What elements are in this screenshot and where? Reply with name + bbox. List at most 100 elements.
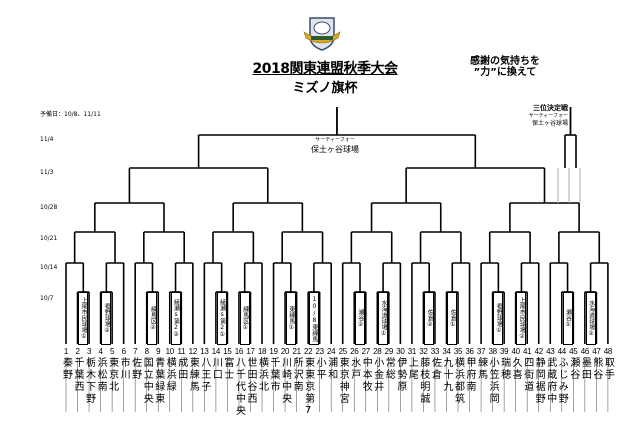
first-round-venue: 裾野球場① (493, 292, 504, 345)
round-date-r3: 10/21 (40, 235, 58, 242)
team-number: 7 (133, 347, 138, 356)
team-number: 35 (453, 347, 463, 356)
team-name: 中本牧 (360, 357, 372, 393)
team-name: 所沢南 (291, 357, 303, 393)
team-number: 44 (557, 347, 567, 356)
slogan: 感謝の気持ちを ”力”に換えて (455, 56, 555, 78)
team-number: 32 (419, 347, 428, 356)
team-number: 23 (315, 347, 325, 356)
team-number: 11 (177, 347, 186, 356)
team-number: 22 (303, 347, 313, 356)
team-name: 八千代中央 (233, 357, 245, 417)
team-name: 栃木下野 (83, 357, 95, 405)
first-round-venue: 裾野球場② (101, 292, 112, 345)
slogan-line-1: 感謝の気持ちを (470, 56, 540, 67)
team-name: 東京神宮 (337, 357, 349, 405)
team-name: 取手 (602, 357, 614, 381)
first-round-venue: 瀬谷② (355, 292, 365, 345)
team-number: 37 (476, 347, 486, 356)
team-number: 2 (75, 347, 80, 356)
round-date-final: 11/4 (40, 136, 54, 143)
team-name: 川崎中央 (279, 357, 291, 405)
team-name: 小金井 (371, 357, 383, 393)
team-name: 藤枝明誠 (417, 357, 429, 405)
round-date-r2: 10/14 (40, 264, 58, 271)
team-name: 瑞穂 (498, 357, 510, 381)
team-name: 佐野 (129, 357, 141, 381)
team-number: 16 (234, 347, 244, 356)
team-number: 45 (569, 347, 578, 356)
team-name: 千葉市 (268, 357, 280, 393)
team-number: 30 (396, 347, 405, 356)
team-number: 42 (534, 347, 544, 356)
team-number: 40 (511, 347, 521, 356)
team-number: 34 (442, 347, 451, 356)
team-number: 36 (465, 347, 474, 356)
team-name: 伊勢原 (394, 357, 406, 393)
team-name: 常総 (383, 357, 395, 381)
team-number: 5 (110, 347, 115, 356)
team-number: 13 (200, 347, 209, 356)
team-name: 秦野 (60, 357, 72, 381)
team-name: 国立中央 (141, 357, 153, 405)
team-number: 26 (350, 347, 359, 356)
first-round-venue: 上尾市民球場② (516, 292, 527, 345)
third-place-label: 三位決定戦 サーティーフォー 保土ヶ谷球場 (500, 104, 568, 128)
team-name: 八王子 (198, 357, 210, 393)
slogan-line-2: ”力”に換えて (473, 67, 537, 78)
first-round-venue: 瀬谷① (562, 292, 573, 345)
team-number: 25 (338, 347, 348, 356)
team-name: 東京北 (106, 357, 118, 393)
team-number: 6 (121, 347, 126, 356)
first-round-venue: 練馬区① (239, 292, 250, 345)
team-name: 成田 (175, 357, 187, 381)
team-number: 38 (488, 347, 497, 356)
first-round-venue: 練馬区② (147, 292, 158, 345)
team-number: 18 (257, 347, 267, 356)
league-logo (302, 14, 342, 56)
team-name: 水戸 (348, 357, 360, 381)
team-number: 39 (499, 347, 509, 356)
reserve-days-label: 予備日：10/8、11/11 (40, 111, 101, 118)
team-name: 青葉緑東 (152, 357, 164, 405)
team-number: 12 (188, 347, 198, 356)
team-name: 熊谷 (590, 357, 602, 381)
third-place-venue-name: 保土ヶ谷球場 (531, 120, 568, 127)
team-name: 富士 (221, 357, 233, 381)
first-round-venue: 佐倉② (424, 292, 435, 345)
team-name: 川口 (210, 357, 222, 381)
team-number: 9 (156, 347, 161, 356)
first-round-venue: 上尾市民球場① (78, 292, 89, 345)
team-name: 上尾 (406, 357, 418, 381)
team-number: 28 (373, 347, 382, 356)
team-name: 四街道 (521, 357, 533, 393)
team-number: 19 (269, 347, 278, 356)
team-name: 九十九 (440, 357, 452, 393)
team-name: ふじみ野 (556, 357, 568, 405)
team-name: 市川 (118, 357, 130, 381)
first-round-venue: 綾瀬s第2① (216, 292, 227, 345)
team-number: 41 (523, 347, 532, 356)
first-round-venue: 水海道球場② (585, 292, 596, 345)
round-date-quarter: 10/28 (40, 204, 58, 211)
team-name: 甲府南 (464, 357, 476, 393)
team-name: 浦和 (325, 357, 337, 381)
round-date-r1: 10/7 (40, 295, 54, 302)
first-round-venue: 綾瀬s第2② (170, 292, 181, 345)
team-number: 1 (63, 347, 69, 356)
team-name: 世田谷西 (244, 357, 256, 405)
round-date-semi: 11/3 (40, 169, 54, 176)
first-round-venue: 10/8東練馬① (308, 292, 319, 345)
team-name: 練馬 (475, 357, 487, 381)
third-place-venue-sub: サーティーフォー (528, 113, 568, 119)
team-name: 静岡裾野 (533, 357, 545, 405)
team-name: 横浜緑 (164, 357, 176, 393)
team-name: 横浜北 (256, 357, 268, 393)
team-name: 浜松南 (95, 357, 107, 393)
team-number: 8 (144, 347, 149, 356)
team-number: 47 (592, 347, 601, 356)
team-number: 15 (223, 347, 232, 356)
team-number: 46 (580, 347, 590, 356)
team-name: 東東京第7 (302, 357, 314, 418)
